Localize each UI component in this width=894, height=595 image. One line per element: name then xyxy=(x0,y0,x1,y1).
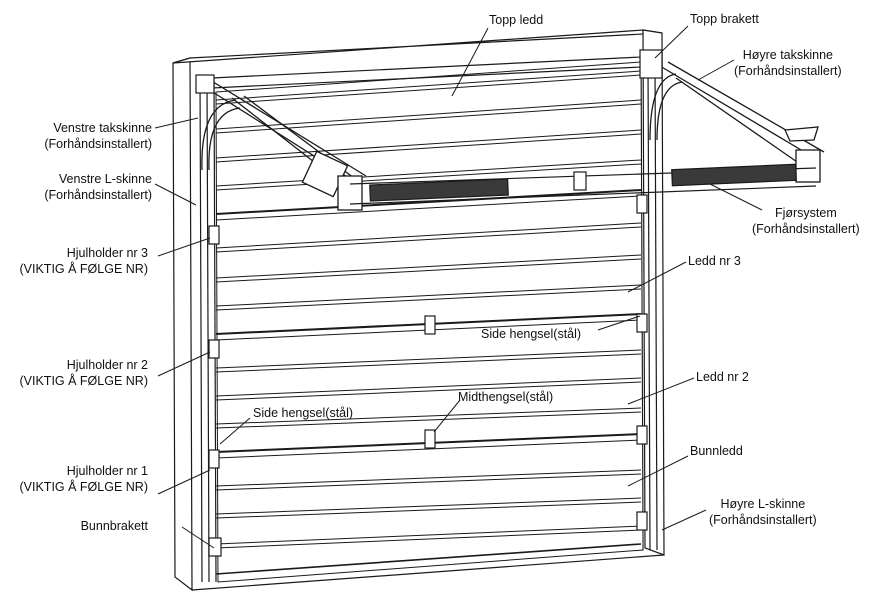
label-line: Hjulholder nr 3 xyxy=(66,246,148,260)
label-topp-ledd: Topp ledd xyxy=(489,13,544,27)
label-venstre-takskinne: Venstre takskinne (Forhåndsinstallert) xyxy=(44,120,152,152)
label-hjulholder-3: Hjulholder nr 3 (VIKTIG Å FØLGE NR) xyxy=(20,245,149,277)
label-line: (Forhåndsinstallert) xyxy=(709,513,817,527)
label-bunnledd: Bunnledd xyxy=(690,444,743,458)
label-midthengsel: Midthengsel(stål) xyxy=(458,390,554,404)
hinges xyxy=(208,194,648,557)
label-line: (Forhåndsinstallert) xyxy=(44,137,152,151)
label-hjulholder-2: Hjulholder nr 2 (VIKTIG Å FØLGE NR) xyxy=(20,357,149,389)
label-line: Fjørsystem xyxy=(774,206,837,220)
label-line: Hjulholder nr 2 xyxy=(66,358,148,372)
label-line: Venstre L-skinne xyxy=(58,172,152,186)
label-line: (Forhåndsinstallert) xyxy=(752,222,860,236)
label-hoyre-takskinne: Høyre takskinne (Forhåndsinstallert) xyxy=(734,47,842,79)
label-hjulholder-1: Hjulholder nr 1 (VIKTIG Å FØLGE NR) xyxy=(20,463,149,495)
label-line: (Forhåndsinstallert) xyxy=(734,64,842,78)
label-line: Venstre takskinne xyxy=(53,121,152,135)
spring-system xyxy=(349,163,817,205)
label-bunnbrakett: Bunnbrakett xyxy=(80,519,148,533)
label-line: (Forhåndsinstallert) xyxy=(44,188,152,202)
label-line: Høyre takskinne xyxy=(742,48,833,62)
label-ledd-2: Ledd nr 2 xyxy=(696,370,749,384)
label-topp-brakett: Topp brakett xyxy=(690,12,759,26)
leader-lines xyxy=(154,25,763,549)
label-line: Høyre L-skinne xyxy=(720,497,806,511)
label-line: Hjulholder nr 1 xyxy=(66,464,148,478)
label-line: (VIKTIG Å FØLGE NR) xyxy=(19,480,149,494)
left-l-track xyxy=(199,77,217,583)
right-horizontal-track xyxy=(649,61,825,183)
label-side-hengsel-left: Side hengsel(stål) xyxy=(253,406,354,420)
label-line: (VIKTIG Å FØLGE NR) xyxy=(19,262,149,276)
left-horizontal-track xyxy=(199,79,367,211)
label-side-hengsel-right: Side hengsel(stål) xyxy=(481,327,582,341)
label-fjorsystem: Fjørsystem (Forhåndsinstallert) xyxy=(752,205,860,237)
label-line: (VIKTIG Å FØLGE NR) xyxy=(19,374,149,388)
label-hoyre-l-skinne: Høyre L-skinne (Forhåndsinstallert) xyxy=(709,496,817,528)
label-venstre-l-skinne: Venstre L-skinne (Forhåndsinstallert) xyxy=(44,171,152,203)
label-ledd-3: Ledd nr 3 xyxy=(688,254,741,268)
